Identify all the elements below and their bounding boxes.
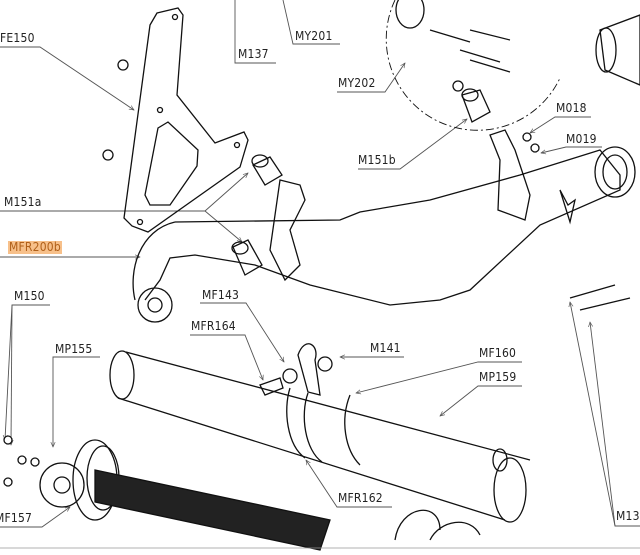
label-mp159: MP159 xyxy=(479,370,517,384)
label-my201: MY201 xyxy=(295,29,333,43)
label-mf160: MF160 xyxy=(479,346,517,360)
rubber-mounts xyxy=(231,88,491,276)
label-m150: M150 xyxy=(14,289,45,303)
bracket-fe150 xyxy=(123,7,249,233)
label-m018: M018 xyxy=(556,101,587,115)
leader-lines xyxy=(0,0,640,528)
label-mfr162: MFR162 xyxy=(338,491,383,505)
muffler-mp159 xyxy=(109,350,531,523)
label-m137: M137 xyxy=(238,47,269,61)
label-m151b: M151b xyxy=(358,153,396,167)
label-mfr200b-highlighted[interactable]: MFR200b xyxy=(8,240,62,254)
label-m019: M019 xyxy=(566,132,597,146)
label-fe150: FE150 xyxy=(0,31,35,45)
label-m151a: M151a xyxy=(4,195,42,209)
exhaust-pipe-mfr200b xyxy=(144,149,621,306)
label-m141: M141 xyxy=(370,341,401,355)
clamp-mf160 xyxy=(297,343,321,396)
label-mf143: MF143 xyxy=(202,288,240,302)
label-m13: M13 xyxy=(616,509,640,523)
end-cap-mf157 xyxy=(39,439,331,551)
label-my202: MY202 xyxy=(338,76,376,90)
label-mfr164: MFR164 xyxy=(191,319,236,333)
label-mp155: MP155 xyxy=(55,342,93,356)
label-mf157: MF157 xyxy=(0,511,33,525)
